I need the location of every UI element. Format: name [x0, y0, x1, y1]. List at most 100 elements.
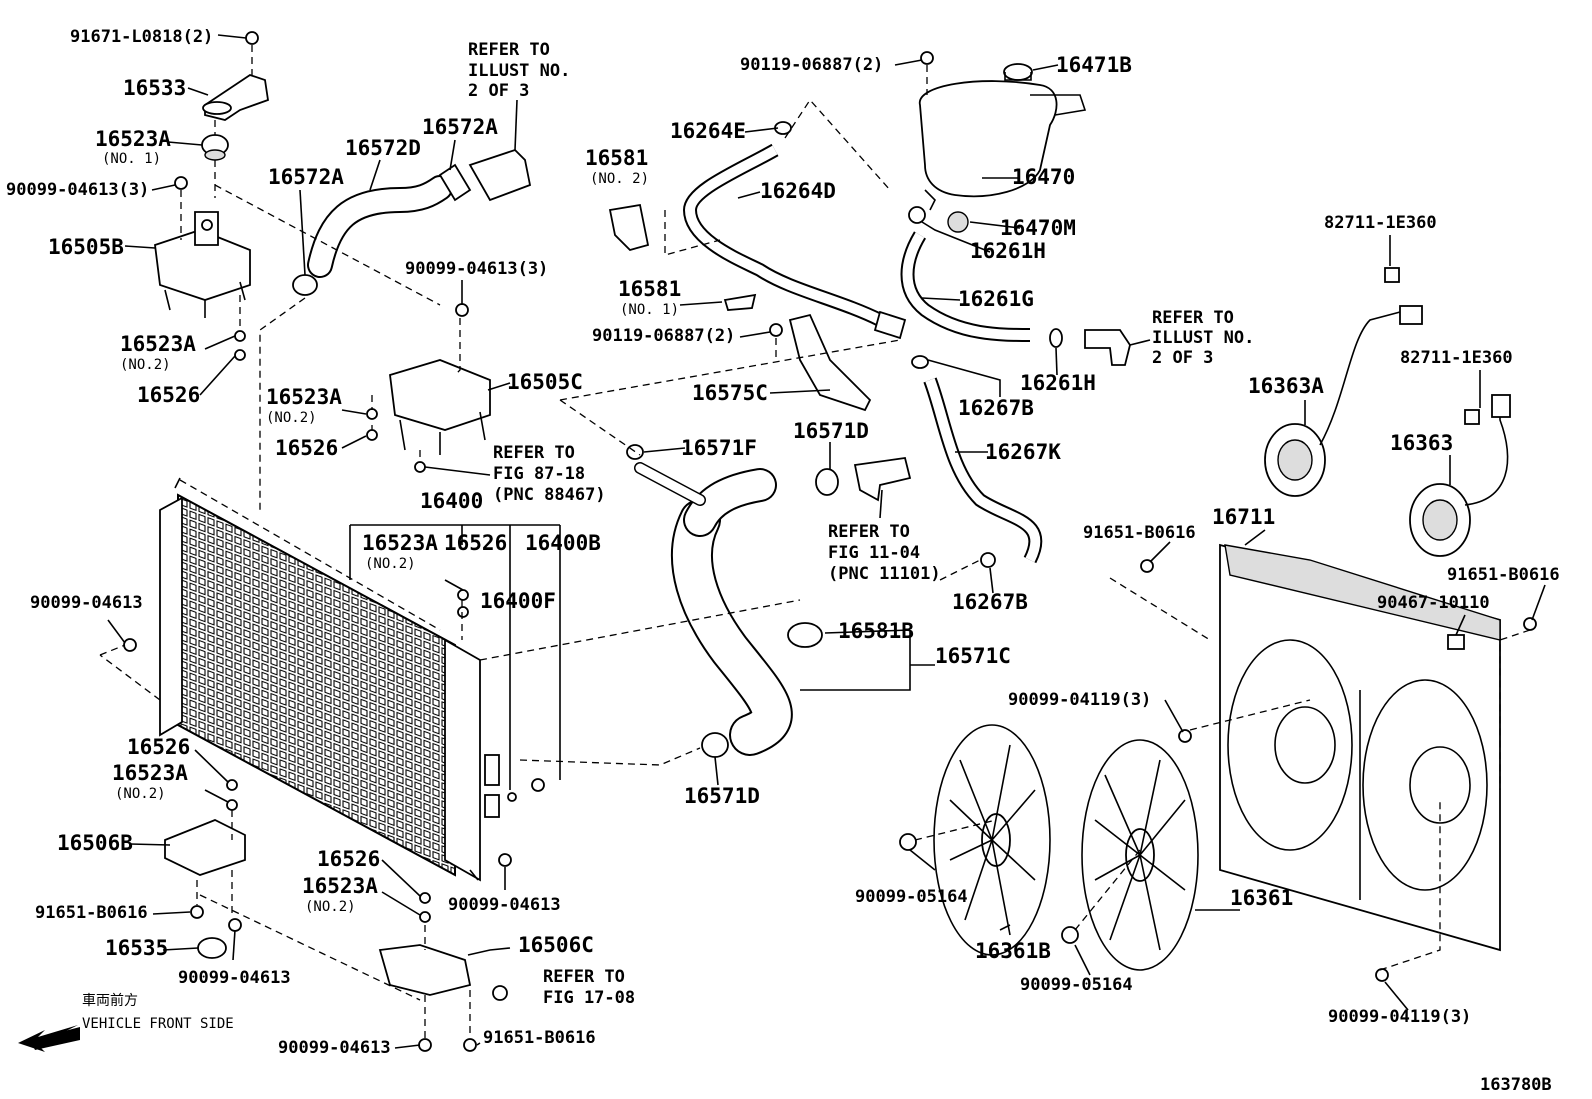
part-labels: 91671-L0818(2) 16533 16523A (NO. 1) 9009…: [6, 27, 1560, 1095]
label-90099-05164b: 90099-05164: [1020, 975, 1133, 995]
label-16506C: 16506C: [518, 933, 594, 957]
svg-text:REFER TO: REFER TO: [493, 443, 575, 463]
label-16526d: 16526: [127, 735, 190, 759]
pipe-refer-11-04: [853, 456, 912, 502]
label-16261H-top: 16261H: [970, 239, 1046, 263]
vehicle-front-arrow: [18, 1025, 80, 1052]
clamp-16571D-upper: [815, 468, 839, 496]
reservoir-tank: [919, 63, 1087, 233]
svg-text:REFER TO: REFER TO: [1152, 308, 1234, 328]
label-82711-1E360b: 82711-1E360: [1400, 348, 1513, 368]
support-16506C: [378, 944, 472, 996]
label-16400B: 16400B: [525, 531, 601, 555]
label-16533: 16533: [123, 76, 186, 100]
label-91651-B0616d: 91651-B0616: [1447, 565, 1560, 585]
clamp-16572A-left: [292, 274, 318, 296]
fan-shroud: [1219, 543, 1501, 952]
svg-text:FIG 17-08: FIG 17-08: [543, 988, 635, 1008]
label-16571F: 16571F: [681, 436, 757, 460]
fan-motor-16363A: [1264, 305, 1423, 497]
clamp-16581-no2: [608, 203, 650, 252]
label-16535: 16535: [105, 936, 168, 960]
label-16523A-no1: 16523A: [95, 127, 171, 151]
label-16363A: 16363A: [1248, 374, 1324, 398]
guide-lines: [99, 45, 1531, 1038]
label-90467-10110: 90467-10110: [1377, 593, 1490, 613]
outlet-refer: [468, 148, 532, 202]
cushion-16535: [197, 937, 227, 959]
label-16471B: 16471B: [1056, 53, 1132, 77]
svg-text:FIG 11-04: FIG 11-04: [828, 543, 920, 563]
svg-text:ILLUST NO.: ILLUST NO.: [468, 61, 570, 81]
label-16361B: 16361B: [975, 939, 1051, 963]
label-16526c: 16526: [444, 531, 507, 555]
label-16571D-lower: 16571D: [684, 784, 760, 808]
vehicle-front-en: VEHICLE FRONT SIDE: [82, 1016, 234, 1032]
bracket-16575C: [788, 313, 872, 412]
fan-16361B: [933, 724, 1051, 956]
fan-motor-16363: [1409, 394, 1511, 557]
label-16575C: 16575C: [692, 381, 768, 405]
label-16361: 16361: [1230, 886, 1293, 910]
radiator-support-16505B: [154, 211, 251, 318]
svg-text:REFER TO: REFER TO: [543, 967, 625, 987]
svg-text:(NO. 2): (NO. 2): [590, 171, 649, 187]
label-16526e: 16526: [317, 847, 380, 871]
label-16523A-no2e: 16523A: [302, 874, 378, 898]
label-91651-B0616a: 91651-B0616: [35, 903, 148, 923]
label-16264D: 16264D: [760, 179, 836, 203]
label-90099-04613c: 90099-04613: [448, 895, 561, 915]
label-16572A-right: 16572A: [422, 115, 498, 139]
label-90119-06887a: 90119-06887(2): [592, 326, 735, 346]
label-16505C: 16505C: [507, 370, 583, 394]
label-82711-1E360a: 82711-1E360: [1324, 213, 1437, 233]
label-16581-no2: 16581: [585, 146, 648, 170]
label-16523A-no2a: 16523A: [120, 332, 196, 356]
label-16581-no1: 16581: [618, 277, 681, 301]
svg-text:2 OF 3: 2 OF 3: [468, 81, 529, 101]
label-91671-L0818: 91671-L0818(2): [70, 27, 213, 47]
label-90099-05164a: 90099-05164: [855, 887, 968, 907]
diagram-code: 163780B: [1480, 1075, 1552, 1095]
svg-text:(PNC 88467): (PNC 88467): [493, 485, 606, 505]
svg-text:FIG 87-18: FIG 87-18: [493, 464, 585, 484]
label-16264E: 16264E: [670, 119, 746, 143]
svg-text:(PNC 11101): (PNC 11101): [828, 564, 941, 584]
label-16581B: 16581B: [838, 619, 914, 643]
label-90099-04119-3b: 90099-04119(3): [1328, 1007, 1471, 1027]
svg-text:(NO.2): (NO.2): [115, 786, 166, 802]
label-16572D: 16572D: [345, 136, 421, 160]
radiator-support-16505C: [389, 359, 491, 455]
label-90099-04613b: 90099-04613: [178, 968, 291, 988]
label-16523A-no2b: 16523A: [266, 385, 342, 409]
label-16571C: 16571C: [935, 644, 1011, 668]
label-90099-04613-3b: 90099-04613(3): [405, 259, 548, 279]
clamp-16581B: [787, 622, 823, 648]
label-16400F: 16400F: [480, 589, 556, 613]
svg-text:(NO.2): (NO.2): [365, 556, 416, 572]
label-16470: 16470: [1012, 165, 1075, 189]
label-90099-04613d: 90099-04613: [278, 1038, 391, 1058]
svg-text:(NO.2): (NO.2): [120, 357, 171, 373]
label-91651-B0616b: 91651-B0616: [483, 1028, 596, 1048]
label-16400: 16400: [420, 489, 483, 513]
support-16506B: [164, 819, 246, 876]
label-16261G: 16261G: [958, 287, 1034, 311]
label-16363: 16363: [1390, 431, 1453, 455]
label-16526a: 16526: [137, 383, 200, 407]
label-90119-06887b: 90119-06887(2): [740, 55, 883, 75]
label-16571D-upper: 16571D: [793, 419, 869, 443]
clamp-16581-no1: [723, 293, 757, 311]
label-16711: 16711: [1212, 505, 1275, 529]
label-90099-04119-3a: 90099-04119(3): [1008, 690, 1151, 710]
label-16261H-bottom: 16261H: [1020, 371, 1096, 395]
label-16505B: 16505B: [48, 235, 124, 259]
label-16267K: 16267K: [985, 440, 1061, 464]
svg-text:2 OF 3: 2 OF 3: [1152, 348, 1213, 368]
svg-text:(NO. 1): (NO. 1): [102, 151, 161, 167]
leader-lines: [107, 34, 1546, 1049]
label-91651-B0616c: 91651-B0616: [1083, 523, 1196, 543]
label-16523A-no2d: 16523A: [112, 761, 188, 785]
